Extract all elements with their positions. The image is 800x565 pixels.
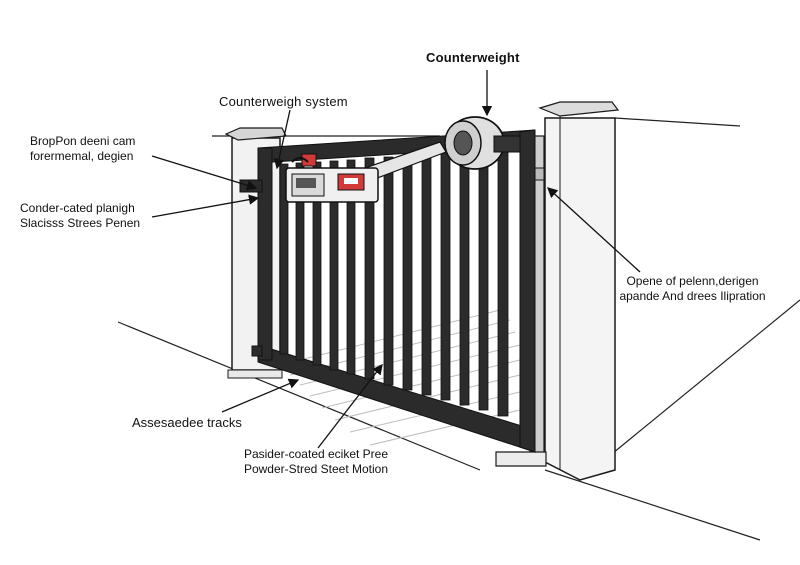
- dropon-leader: [151, 155, 258, 191]
- callout-lines: [151, 70, 641, 449]
- label-opener-line1: Opene of pelenn,derigen: [626, 274, 759, 288]
- ground-lines: [117, 117, 800, 541]
- label-coated-line2: Slacisss Strees Penen: [20, 216, 141, 230]
- gate-frame: [257, 129, 536, 453]
- label-tracks: Assesaedee tracks: [132, 415, 242, 430]
- label-powder-line1: Pasider-coated eciket Pree: [243, 447, 389, 461]
- powder-leader: [317, 363, 383, 449]
- label-coated-line1: Conder-cated planigh: [20, 201, 135, 215]
- tracks-leader: [221, 378, 300, 413]
- label-counterweight-system: Counterweigh system: [219, 94, 348, 109]
- label-powder-group: Pasider-coated eciket Pree Powder-Stred …: [236, 447, 396, 477]
- motor-opener-icon: [285, 153, 379, 203]
- label-powder-line2: Powder-Stred Steet Motion: [243, 462, 389, 476]
- label-dropon-line1: BropPon deeni cam: [30, 134, 136, 148]
- label-coated-group: Conder-cated planigh Slacisss Strees Pen…: [20, 201, 140, 231]
- label-dropon-line2: forermemal, degien: [30, 149, 134, 163]
- label-counterweight: Counterweight: [426, 50, 520, 65]
- label-dropon-group: BropPon deeni cam forermemal, degien: [30, 134, 135, 164]
- counterweight-system-leader: [273, 109, 291, 170]
- opener-leader: [547, 187, 641, 273]
- gate-bars: [279, 147, 509, 417]
- label-opener-group: Opene of pelenn,derigen apande And drees…: [600, 274, 785, 304]
- label-opener-line2: apande And drees Ilipration: [619, 289, 766, 303]
- counterweight-pulley-icon: [444, 116, 521, 170]
- coated-leader: [151, 194, 260, 218]
- right-wall: [538, 101, 620, 481]
